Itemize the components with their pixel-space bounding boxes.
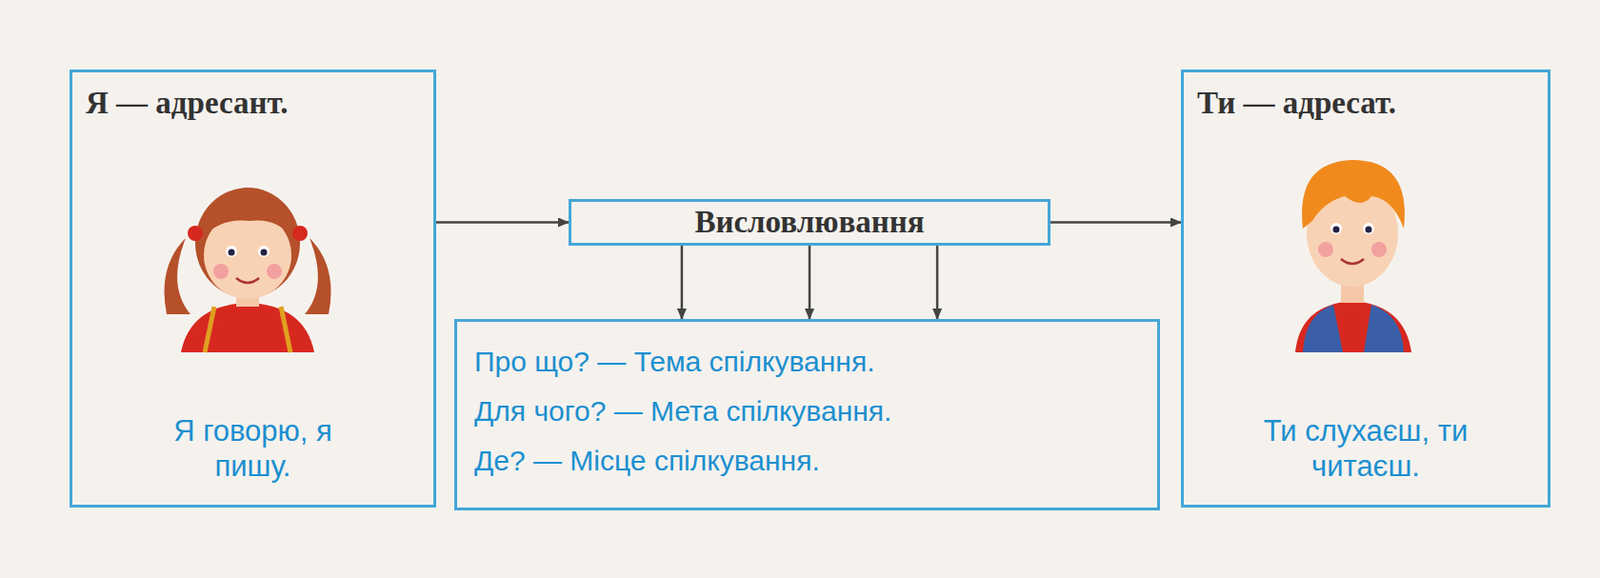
boy-figure [1295, 160, 1412, 353]
aspect-line: Про що? — Тема спілкування. [474, 337, 1140, 387]
person-box: Я — адресант. Я говорю, я пишу. [69, 69, 437, 508]
arrow-connector [436, 220, 569, 224]
role-caption: Ти слухаєш, ти читаєш. [1260, 413, 1471, 484]
arrow-connector [680, 245, 684, 320]
role-caption: Я говорю, я пишу. [169, 413, 337, 484]
utterance-label: Висловлювання [694, 204, 924, 240]
arrow-connector [808, 245, 812, 320]
aspect-line: Для чого? — Мета спілкування. [474, 386, 1140, 437]
girl-figure [164, 187, 332, 353]
person-box: Ти — адресат. Ти слухаєш, ти читаєш. [1180, 69, 1551, 508]
aspect-line: Де? — Місце спілкування. [474, 436, 1140, 486]
arrow-connector [1050, 220, 1181, 224]
arrow-connector [936, 245, 940, 320]
role-heading: Ти — адресат. [1197, 85, 1397, 121]
aspects-box: Про що? — Тема спілкування.Для чого? — М… [454, 319, 1160, 511]
role-heading: Я — адресант. [85, 85, 288, 121]
utterance-box: Висловлювання [568, 199, 1051, 246]
